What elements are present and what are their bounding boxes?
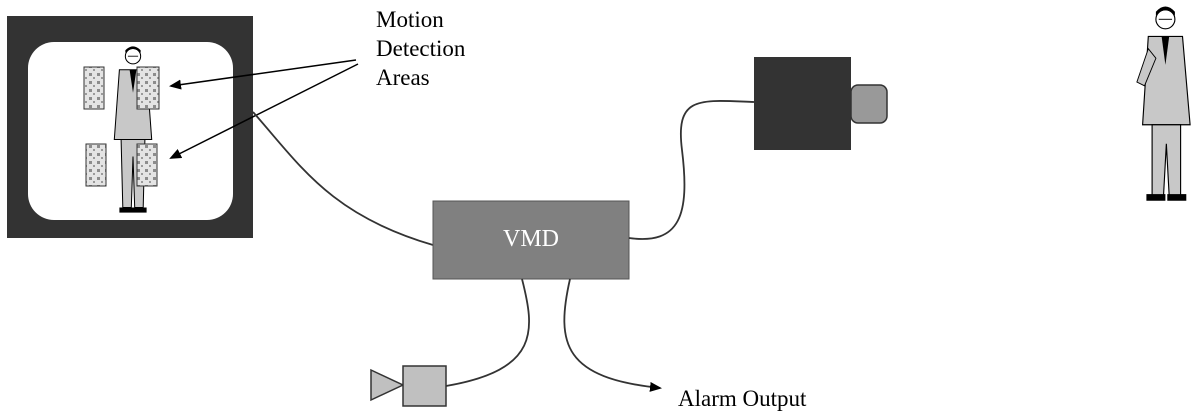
motion-detection-areas-label: Motion Detection Areas <box>376 5 465 92</box>
detection-area <box>83 66 105 110</box>
person-scene <box>1136 6 1191 201</box>
vmd-label: VMD <box>502 226 559 252</box>
motion-detection-areas <box>83 66 160 187</box>
cable-vmd-camera <box>628 100 755 240</box>
alarm-output-label: Alarm Output <box>678 386 807 411</box>
label-line-2: Detection <box>376 36 466 61</box>
label-line-1: Motion <box>376 7 444 32</box>
camera-icon <box>754 57 888 150</box>
cable-vmd-recorder <box>445 278 530 387</box>
label-line-3: Areas <box>376 65 430 90</box>
alarm-output-arrow <box>563 278 662 392</box>
detection-arrow <box>169 63 359 159</box>
cable-monitor-vmd <box>252 111 434 246</box>
detection-arrow <box>169 59 357 90</box>
detection-area <box>136 66 160 110</box>
vmd-box <box>432 200 630 280</box>
detection-area <box>85 143 107 187</box>
recorder-icon <box>370 365 447 407</box>
detection-area <box>136 143 158 187</box>
